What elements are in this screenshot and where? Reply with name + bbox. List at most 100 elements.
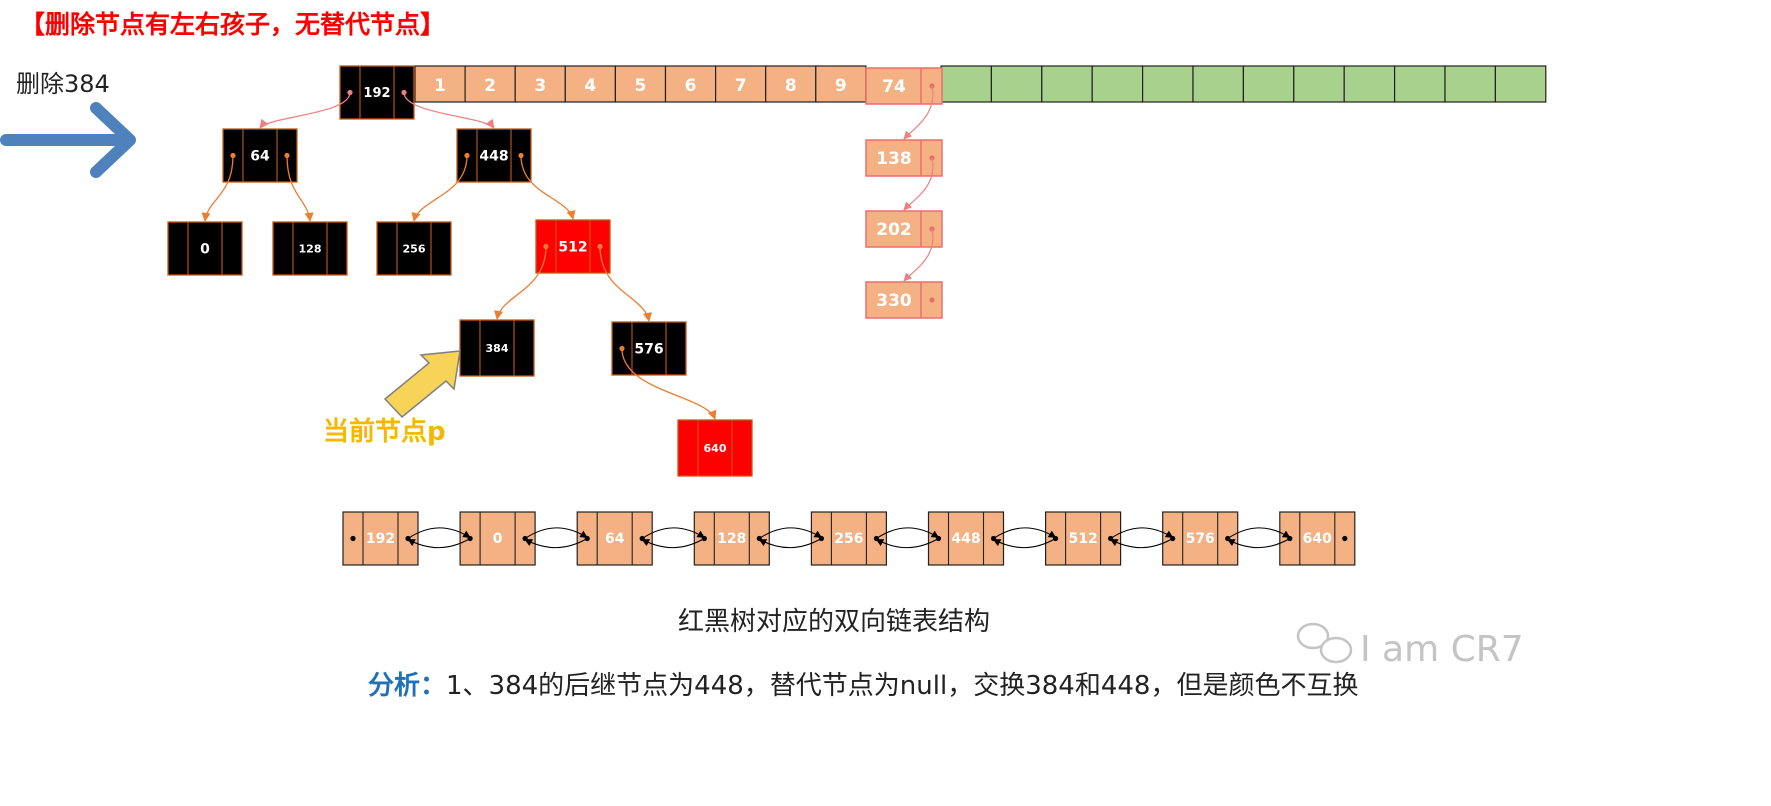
array-empty-slot xyxy=(1141,65,1194,103)
list-prev-link xyxy=(524,538,588,549)
array-slot-label: 7 xyxy=(735,76,747,96)
array-empty-slot xyxy=(1343,65,1396,103)
tree-node-value: 384 xyxy=(486,342,509,355)
tree-node-value: 640 xyxy=(704,442,727,455)
list-node-128: 128 xyxy=(693,511,770,566)
list-next-link xyxy=(407,527,471,539)
bucket-node: 74 xyxy=(865,67,943,105)
list-next-link xyxy=(641,527,705,539)
chain-node: 330 xyxy=(865,281,943,319)
chain-node: 138 xyxy=(865,139,943,177)
list-node-448: 448 xyxy=(927,511,1005,566)
tree-node-384: 384 xyxy=(459,319,535,377)
chain-node-value: 138 xyxy=(876,149,912,169)
list-prev-link xyxy=(1227,538,1291,549)
array-slot xyxy=(815,65,867,103)
tree-node-value: 192 xyxy=(363,86,390,101)
array-empty-slot xyxy=(1494,65,1547,103)
list-node-64: 64 xyxy=(576,511,653,566)
tree-node-640: 640 xyxy=(677,419,753,477)
array-slot xyxy=(514,65,566,103)
array-empty-slot xyxy=(1293,65,1345,103)
tree-edge xyxy=(259,92,351,129)
list-node-value: 576 xyxy=(1186,531,1215,547)
wechat-logo-icon xyxy=(1296,622,1353,664)
list-node-192: 192 xyxy=(342,511,419,566)
list-node-value: 448 xyxy=(951,531,980,547)
current-node-label: 当前节点p xyxy=(323,416,446,447)
array-slot xyxy=(464,65,516,103)
diagram-title: 【删除节点有左右孩子，无替代节点】 xyxy=(20,10,445,39)
list-node-value: 256 xyxy=(834,531,863,547)
list-next-link xyxy=(1227,527,1291,539)
list-node-value: 64 xyxy=(605,531,625,547)
tree-node-value: 512 xyxy=(558,240,587,256)
big-right-arrow-icon xyxy=(0,102,136,178)
tree-node-128: 128 xyxy=(272,221,348,276)
delete-label: 删除384 xyxy=(16,70,110,98)
list-node-640: 640 xyxy=(1279,511,1356,566)
chain-node: 202 xyxy=(865,210,943,248)
tree-node-value: 448 xyxy=(479,149,508,165)
array-slot-label: 2 xyxy=(484,76,496,96)
array-empty-slot xyxy=(1041,65,1093,103)
list-node-576: 576 xyxy=(1162,511,1239,566)
array-empty-slot xyxy=(940,65,993,103)
list-prev-link xyxy=(1109,538,1173,549)
tree-node-value: 64 xyxy=(250,149,270,165)
list-next-link xyxy=(524,527,588,539)
svg-text:分析：1、384的后继节点为448，替代节点为null，交换: 分析：1、384的后继节点为448，替代节点为null，交换384和448，但是… xyxy=(368,671,1358,701)
chain-edge xyxy=(903,157,934,211)
tree-edge xyxy=(621,348,717,420)
analysis-key: 分析： xyxy=(368,671,446,701)
list-prev-link xyxy=(875,538,939,549)
array-slot-label: 4 xyxy=(584,76,596,96)
edge-layer xyxy=(201,89,717,420)
tree-node-value: 576 xyxy=(634,342,663,358)
array-slot-label: 6 xyxy=(685,76,697,96)
tree-node-value: 0 xyxy=(200,242,210,258)
list-prev-link xyxy=(758,538,822,549)
analysis-line: 分析：1、384的后继节点为448，替代节点为null，交换384和448，但是… xyxy=(368,671,1358,701)
current-node-arrow-icon xyxy=(383,350,461,419)
tree-edge xyxy=(520,155,576,220)
tree-node-value: 256 xyxy=(403,242,426,255)
array-empty-slot xyxy=(1091,65,1144,103)
list-prev-link xyxy=(407,538,471,549)
chain-edges xyxy=(903,85,934,282)
list-prev-link xyxy=(992,538,1056,549)
chain-edge xyxy=(903,85,934,140)
array-empty-slot xyxy=(990,65,1043,103)
list-prev-link xyxy=(641,538,705,549)
array-empty-slot xyxy=(1393,65,1446,103)
tree-edge xyxy=(599,246,652,322)
list-node-0: 0 xyxy=(459,511,536,566)
array-slot-label: 3 xyxy=(534,76,546,96)
chain-node-value: 74 xyxy=(882,77,906,97)
array-empty-slot xyxy=(1192,65,1245,103)
chain-node-value: 330 xyxy=(876,291,912,311)
list-node-value: 512 xyxy=(1068,531,1097,547)
tree-edge xyxy=(494,246,547,320)
tree-edge xyxy=(286,155,314,222)
tree-node-576: 576 xyxy=(611,321,687,376)
watermark-text: I am CR7 xyxy=(1360,629,1524,670)
chain-edge xyxy=(903,228,934,282)
tree-node-0: 0 xyxy=(167,221,243,276)
list-next-link xyxy=(993,527,1057,539)
array-empty-slot xyxy=(1242,65,1295,103)
list-next-link xyxy=(758,527,823,539)
list-node-512: 512 xyxy=(1044,511,1122,566)
chain-node-value: 202 xyxy=(876,220,912,240)
array-slot-label: 9 xyxy=(835,76,847,96)
list-node-value: 192 xyxy=(366,531,395,547)
list-node-value: 128 xyxy=(717,531,746,547)
tree-node-256: 256 xyxy=(376,221,452,276)
list-node-value: 640 xyxy=(1303,531,1332,547)
analysis-text: 1、384的后继节点为448，替代节点为null，交换384和448，但是颜色不… xyxy=(446,671,1358,701)
tree-edge xyxy=(411,155,468,222)
array-slot-label: 8 xyxy=(785,76,797,96)
list-node-256: 256 xyxy=(810,511,888,566)
